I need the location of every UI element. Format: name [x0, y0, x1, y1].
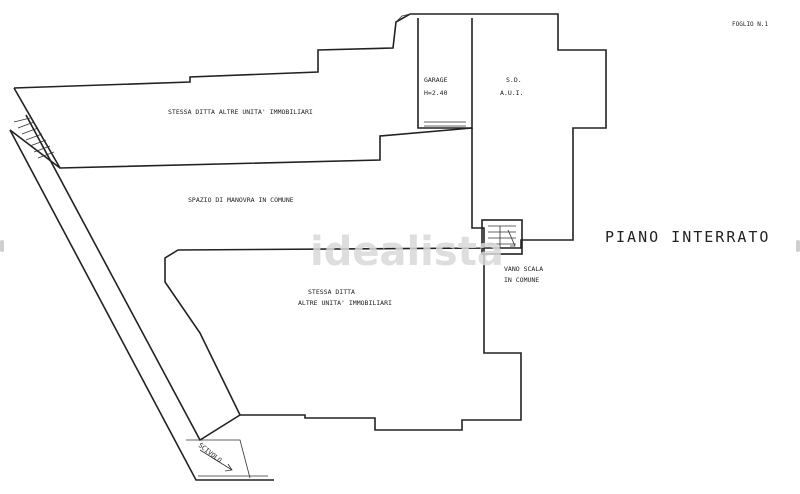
sd-label: S.D. [506, 76, 522, 84]
left-nav-edge [0, 240, 4, 252]
aui-label: A.U.I. [500, 89, 523, 97]
stair-steps [488, 225, 516, 250]
ramp-hatching [13, 117, 55, 159]
upper-unit-outline [13, 87, 473, 169]
ramp-arrow [199, 449, 233, 472]
sheet-label: FOGLIO N.1 [732, 21, 769, 28]
watermark: idealista [310, 229, 504, 275]
upper-unit-label: STESSA DITTA ALTRE UNITA' IMMOBILIARI [168, 108, 313, 116]
stair-label-line2: IN COMUNE [504, 276, 539, 284]
lower-unit-line1: STESSA DITTA [308, 288, 355, 296]
garage-height: H=2.40 [424, 89, 448, 97]
ramp-outer-edge [9, 129, 274, 481]
outer-boundary [13, 13, 607, 431]
stair-label-line1: VANO SCALA [504, 265, 543, 273]
garage-outline [417, 18, 473, 129]
garage-door [424, 121, 466, 127]
stairwell-box [481, 219, 523, 255]
maneuver-label: SPAZIO DI MANOVRA IN COMUNE [188, 196, 294, 204]
floor-title: PIANO INTERRATO [605, 228, 770, 246]
right-nav-edge [796, 240, 800, 252]
sd-unit-divider [471, 128, 485, 248]
garage-label: GARAGE [424, 76, 448, 84]
ramp-label: SCIVOLO [197, 441, 224, 464]
sheet-notch [395, 13, 411, 23]
ramp-lower-box [186, 439, 268, 479]
lower-unit-line2: ALTRE UNITA' IMMOBILIARI [298, 299, 392, 307]
